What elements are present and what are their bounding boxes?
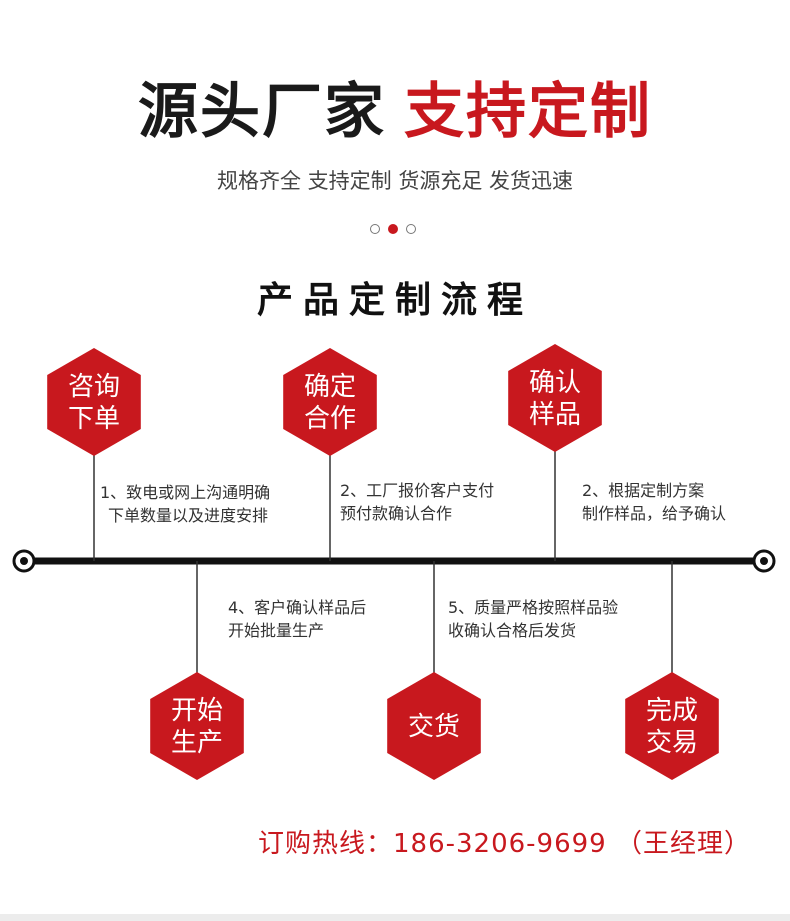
top-step-1-hexagon (47, 348, 141, 456)
top-step-3-label-2: 样品 (529, 400, 581, 430)
top-step-3-desc-2: 制作样品，给予确认 (582, 504, 726, 523)
bottom-step-3-hexagon (625, 672, 719, 780)
bottom-step-1-desc-1: 4、客户确认样品后 (228, 598, 366, 617)
headline: 源头厂家支持定制 (0, 72, 790, 152)
top-step-2-label-2: 合作 (304, 404, 356, 434)
top-step-1-label-1: 咨询 (68, 372, 120, 402)
timeline-start-cap (12, 549, 36, 573)
headline-red: 支持定制 (404, 77, 652, 147)
timeline-end-cap (752, 549, 776, 573)
bottom-step-1-hexagon (150, 672, 244, 780)
top-step-3-desc-1: 2、根据定制方案 (582, 481, 704, 500)
top-step-3-hexagon (508, 344, 602, 452)
headline-dark: 源头厂家 (138, 77, 386, 147)
top-step-3-node: 确认样品 (508, 344, 602, 452)
subtitle: 规格齐全 支持定制 货源充足 发货迅速 (216, 169, 574, 193)
top-step-2-hexagon (283, 348, 377, 456)
order-hotline[interactable]: 订购热线：186-3206-9699 （王经理） (258, 829, 751, 859)
bottom-step-1-label-1: 开始 (171, 696, 223, 726)
bottom-step-1-label-2: 生产 (171, 728, 223, 758)
top-step-1-label-2: 下单 (68, 404, 120, 434)
top-step-2-desc-2: 预付款确认合作 (340, 504, 452, 523)
bottom-step-3-label-2: 交易 (646, 728, 698, 758)
top-step-1-desc-1: 1、致电或网上沟通明确 (100, 483, 270, 502)
bottom-step-2-desc-2: 收确认合格后发货 (448, 621, 576, 640)
top-step-3-label-1: 确认 (529, 368, 581, 398)
bottom-bar (0, 914, 790, 921)
top-step-1-desc-2: 下单数量以及进度安排 (108, 506, 268, 525)
bottom-step-2-desc-1: 5、质量严格按照样品验 (448, 598, 618, 617)
section-title: 产品定制流程 (256, 280, 533, 321)
carousel-dot-2[interactable] (388, 224, 398, 234)
bottom-step-3-label-1: 完成 (646, 696, 698, 726)
bottom-step-2-node: 交货 (387, 672, 481, 780)
top-step-2-desc-1: 2、工厂报价客户支付 (340, 481, 494, 500)
bottom-step-1-desc-2: 开始批量生产 (228, 621, 324, 640)
bottom-step-2-hexagon (387, 672, 481, 780)
bottom-step-2-label-1: 交货 (408, 712, 460, 742)
carousel-dot-1[interactable] (370, 224, 380, 234)
carousel-dot-3[interactable] (406, 224, 416, 234)
carousel-dots (370, 224, 430, 236)
top-step-2-label-1: 确定 (304, 372, 356, 402)
